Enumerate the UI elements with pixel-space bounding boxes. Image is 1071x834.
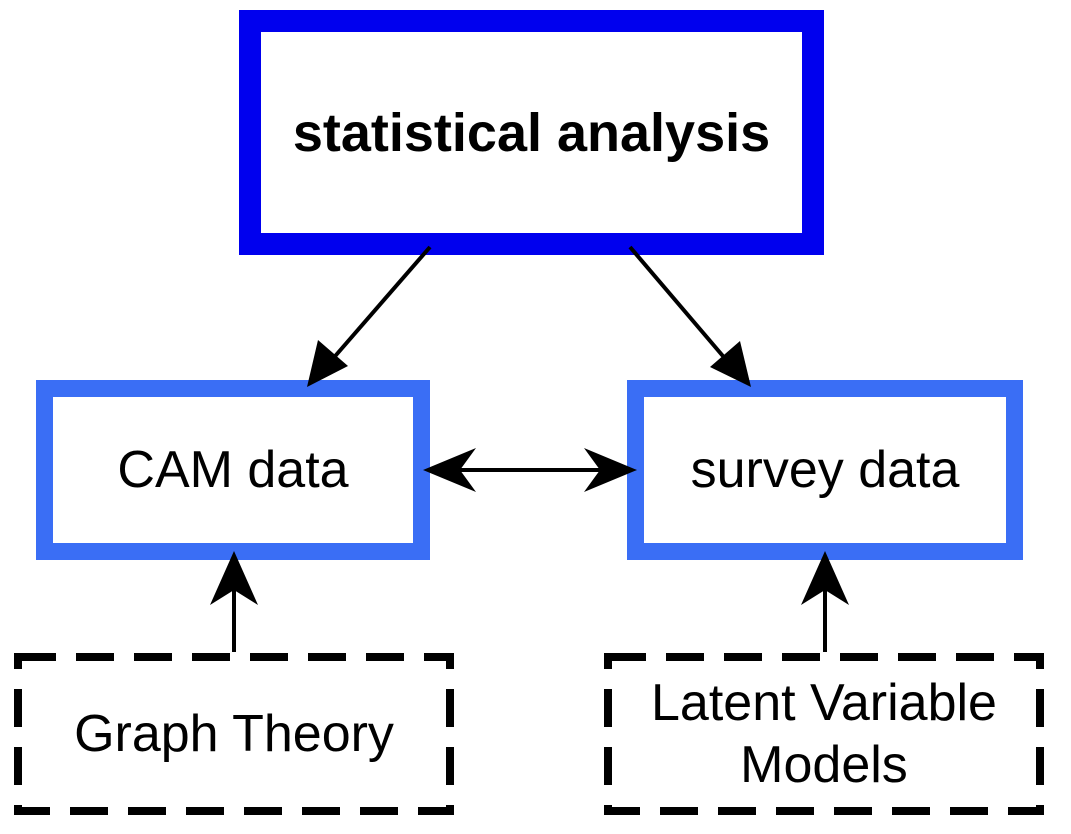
survey-data-label: survey data	[690, 441, 960, 499]
arrow-cam-survey-bidirectional	[423, 448, 637, 492]
statistical-analysis-label: statistical analysis	[292, 102, 771, 163]
arrow-stat-to-cam	[307, 245, 432, 387]
statistical-analysis-node: statistical analysis	[239, 10, 824, 255]
latent-variable-models-label-line2: Models	[740, 736, 908, 794]
survey-data-node: survey data	[627, 380, 1023, 560]
arrow-graph-to-cam	[210, 551, 258, 652]
latent-variable-models-label-line1: Latent Variable	[651, 673, 997, 732]
graph-theory-label: Graph Theory	[74, 705, 394, 763]
latent-variable-models-node: Latent Variable Models	[604, 653, 1044, 815]
arrow-lvm-to-survey	[801, 551, 849, 652]
cam-data-node: CAM data	[36, 380, 430, 560]
cam-data-label: CAM data	[117, 441, 349, 499]
arrow-stat-to-survey	[628, 245, 751, 387]
graph-theory-node: Graph Theory	[14, 653, 454, 815]
